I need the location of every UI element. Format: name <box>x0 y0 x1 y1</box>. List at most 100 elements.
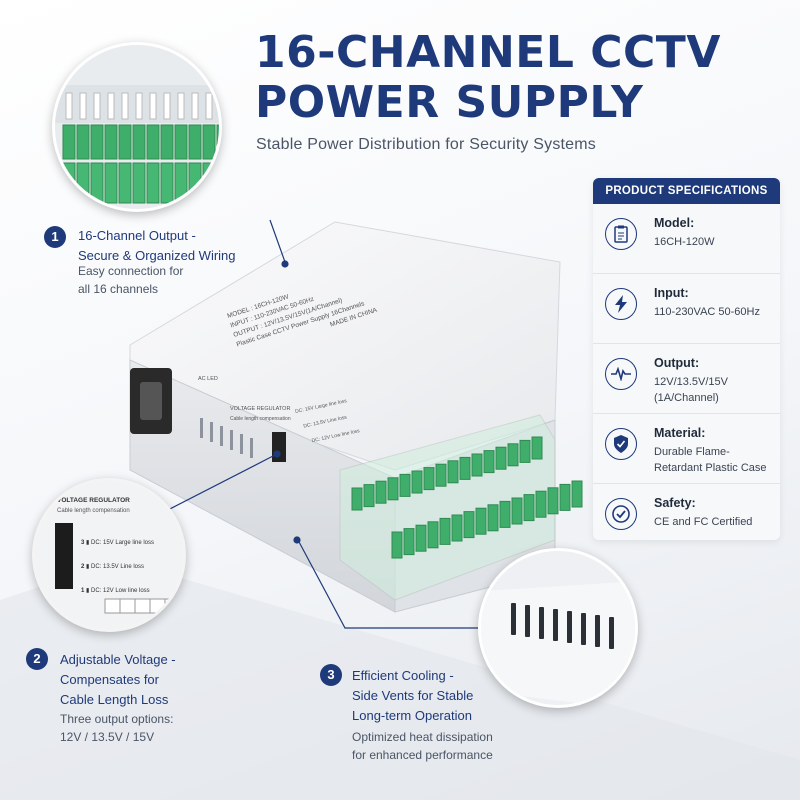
spec-label: Output: <box>654 356 700 370</box>
terminal-screw <box>351 487 363 511</box>
zoom-terminal-lower <box>160 162 174 204</box>
terminal-screw <box>363 484 375 508</box>
zoom-terminal-lower <box>174 162 188 204</box>
terminal-plug <box>511 497 523 525</box>
spec-label: Material: <box>654 426 706 440</box>
zoom-terminal <box>62 124 76 160</box>
spec-row-safety: Safety: CE and FC Certified <box>593 484 780 540</box>
terminal-screw <box>459 456 471 480</box>
feature-1-badge: 1 <box>44 226 66 248</box>
zoom-wire-slot <box>79 92 87 120</box>
terminal-plug <box>487 504 499 532</box>
device-regulator-sub: Cable length compensation <box>230 416 291 422</box>
zoom-terminal <box>132 124 146 160</box>
feature-2-description: Three output options:12V / 13.5V / 15V <box>60 712 174 744</box>
terminal-plug <box>403 528 415 556</box>
terminal-screw <box>447 460 459 484</box>
terminal-plug <box>559 483 571 511</box>
terminal-screw <box>411 470 423 494</box>
page-title: 16-CHANNEL CCTV POWER SUPPLY <box>255 27 721 128</box>
zoom-wire-slot <box>191 92 199 120</box>
zoom-wire-slot <box>107 92 115 120</box>
terminal-plug <box>427 521 439 549</box>
terminal-plug <box>523 494 535 522</box>
certified-badge-icon <box>605 498 637 530</box>
feature-2-badge: 2 <box>26 648 48 670</box>
device-regulator-title: VOLTAGE REGULATOR <box>230 406 290 412</box>
terminal-zoom-circle <box>52 42 222 212</box>
ac-led-label: AC LED <box>198 376 218 382</box>
terminal-screw <box>435 463 447 487</box>
zoom-terminal-lower <box>90 162 104 204</box>
zoom-wire-slot <box>149 92 157 120</box>
spec-value: 110-230VAC 50-60Hz <box>654 306 760 318</box>
spec-row-material: Material: Durable Flame-Retardant Plasti… <box>593 414 780 484</box>
terminal-plug <box>451 514 463 542</box>
spec-value: 12V/13.5V/15V (1A/Channel) <box>654 376 729 404</box>
terminal-plug <box>391 531 403 559</box>
terminal-plug <box>535 490 547 518</box>
terminal-closeup <box>55 45 219 209</box>
zoom-wire-slot <box>205 92 213 120</box>
terminal-plug <box>499 500 511 528</box>
zoom-wire-slot <box>121 92 129 120</box>
zoom-terminal-lower <box>104 162 118 204</box>
spec-value: 16CH-120W <box>654 236 715 248</box>
regulator-zoom-circle: VOLTAGE REGULATOR Cable length compensat… <box>32 478 186 632</box>
zoom-wire-slot <box>135 92 143 120</box>
spec-row-model: Model: 16CH-120W <box>593 204 780 274</box>
clipboard-icon <box>605 218 637 250</box>
zoom-wire-slot <box>65 92 73 120</box>
page-subtitle: Stable Power Distribution for Security S… <box>256 136 596 153</box>
zoom-terminal-lower <box>146 162 160 204</box>
zoom-terminal <box>76 124 90 160</box>
lightning-icon <box>605 288 637 320</box>
zoom-terminal-lower <box>118 162 132 204</box>
product-specifications-card: PRODUCT SPECIFICATIONS Model: 16CH-120W … <box>593 178 780 540</box>
feature-3-badge: 3 <box>320 664 342 686</box>
pulse-icon <box>605 358 637 390</box>
zoom-terminal <box>90 124 104 160</box>
feature-3-title: Efficient Cooling -Side Vents for Stable… <box>352 668 474 723</box>
regulator-option: 1 ▮ DC: 12V Low line loss <box>81 588 150 594</box>
zoom-terminal <box>202 124 216 160</box>
zoom-wire-slot <box>177 92 185 120</box>
vents-closeup <box>481 551 635 705</box>
spec-label: Input: <box>654 286 689 300</box>
terminal-screw <box>387 477 399 501</box>
terminal-plug <box>439 517 451 545</box>
vents-zoom-circle <box>478 548 638 708</box>
spec-label: Model: <box>654 216 695 230</box>
zoom-wire-slot <box>163 92 171 120</box>
spec-value: Durable Flame-Retardant Plastic Case <box>654 446 767 474</box>
regulator-option: 3 ▮ DC: 15V Large line loss <box>81 540 155 546</box>
feature-1-title: 16-Channel Output -Secure & Organized Wi… <box>78 228 236 263</box>
zoom-terminal <box>146 124 160 160</box>
terminal-screw <box>495 446 507 470</box>
zoom-terminal <box>174 124 188 160</box>
terminal-screw <box>519 439 531 463</box>
terminal-plug <box>571 480 583 508</box>
zoom-terminal <box>104 124 118 160</box>
terminal-screw <box>399 473 411 497</box>
shield-check-icon <box>605 428 637 460</box>
terminal-plug <box>475 507 487 535</box>
zoom-terminal <box>118 124 132 160</box>
spec-row-input: Input: 110-230VAC 50-60Hz <box>593 274 780 344</box>
regulator-option: 2 ▮ DC: 13.5V Line loss <box>81 564 145 570</box>
zoom-regulator-heading: VOLTAGE REGULATOR <box>57 497 130 504</box>
spec-label: Safety: <box>654 496 696 510</box>
zoom-regulator-options: 3 ▮ DC: 15V Large line loss 2 ▮ DC: 13.5… <box>81 531 154 603</box>
terminal-screw <box>423 467 435 491</box>
terminal-plug <box>463 511 475 539</box>
terminal-screw <box>471 453 483 477</box>
terminal-screw <box>507 443 519 467</box>
spec-card-heading: PRODUCT SPECIFICATIONS <box>593 178 780 204</box>
zoom-terminal-lower <box>132 162 146 204</box>
regulator-switch-icon <box>55 523 73 589</box>
spec-value: CE and FC Certified <box>654 516 753 528</box>
